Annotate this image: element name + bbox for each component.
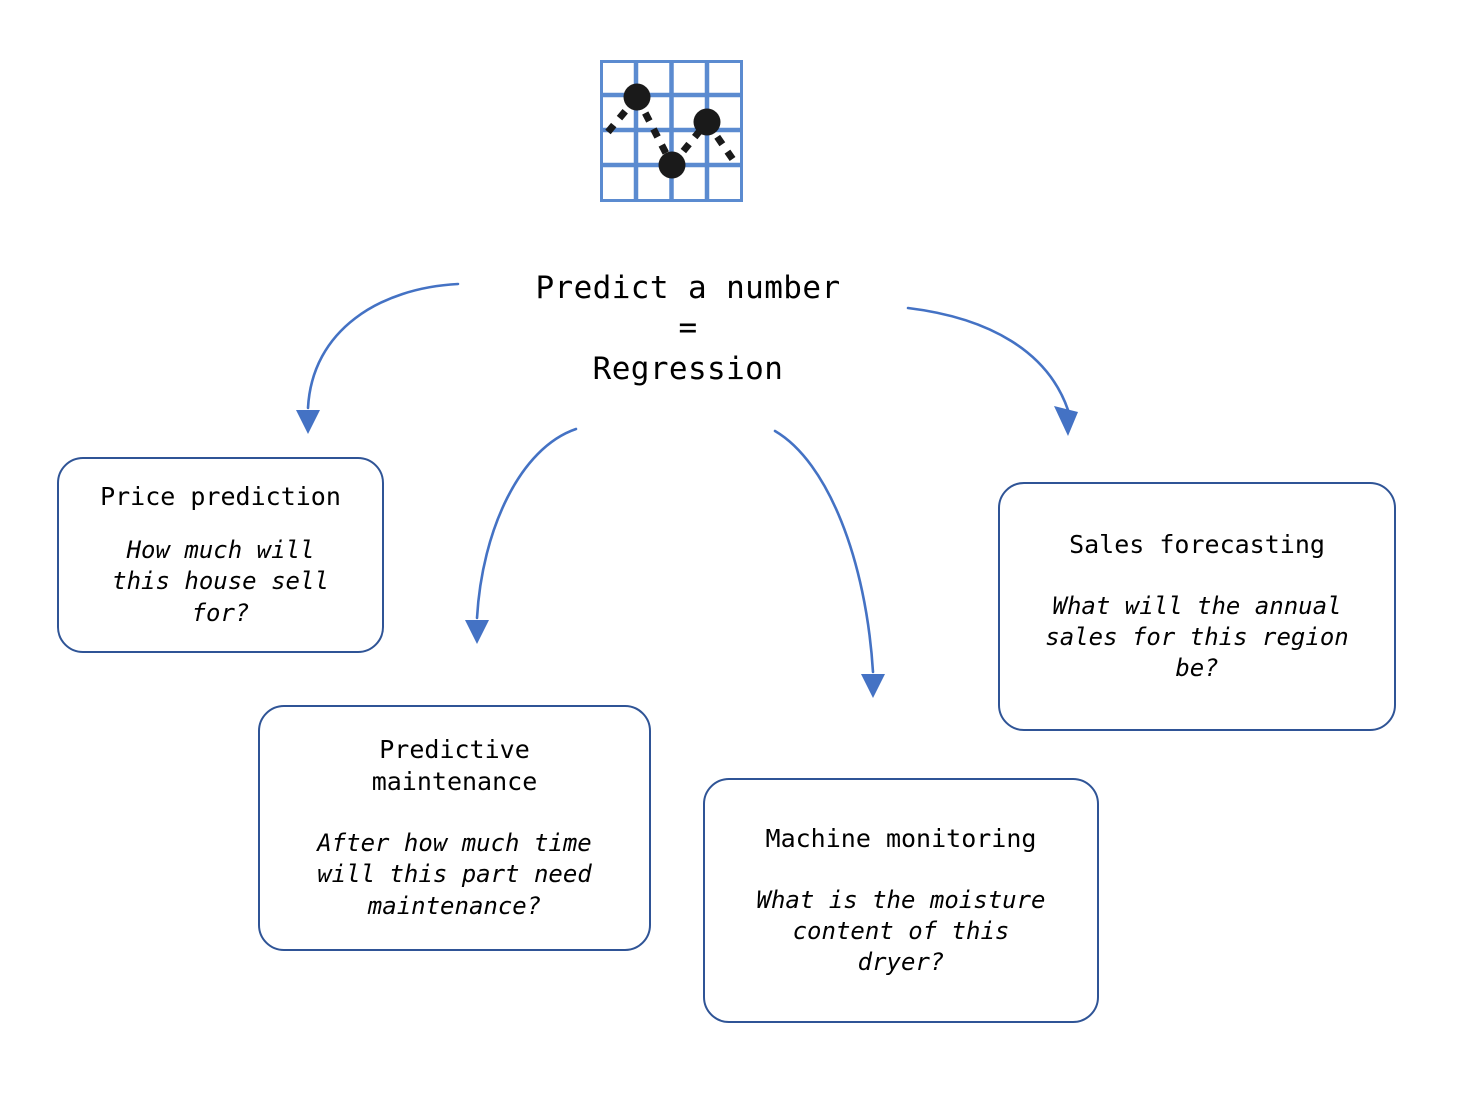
center-heading-line-1: Predict a number <box>535 270 841 306</box>
center-heading-line-2: = <box>678 310 698 347</box>
card-predictive-maintenance-question: After how much time will this part need … <box>317 829 592 920</box>
arrow-to-machine-monitoring-head <box>861 674 885 698</box>
center-heading: Predict a number = Regression <box>438 268 938 389</box>
card-machine-monitoring[interactable]: Machine monitoring What is the moisture … <box>703 778 1099 1023</box>
arrow-to-predictive-maintenance-head <box>465 620 489 644</box>
arrow-to-predictive-maintenance-path <box>475 427 578 620</box>
arrow-to-sales-forecasting-head <box>1054 406 1078 436</box>
card-price-prediction-title: Price prediction <box>100 482 341 512</box>
card-price-prediction-question: How much will this house sell for? <box>112 536 329 627</box>
card-sales-forecasting[interactable]: Sales forecasting What will the annual s… <box>998 482 1396 731</box>
arrow-to-price-prediction-path <box>306 282 460 410</box>
center-heading-line-3: Regression <box>592 350 784 387</box>
card-price-prediction[interactable]: Price prediction How much will this hous… <box>57 457 384 653</box>
card-sales-forecasting-question: What will the annual sales for this regi… <box>1045 591 1349 683</box>
card-machine-monitoring-title: Machine monitoring <box>765 823 1037 853</box>
arrow-to-price-prediction-head <box>296 410 320 434</box>
card-predictive-maintenance-title: Predictive maintenance <box>371 735 538 797</box>
arrow-to-machine-monitoring-path <box>773 429 875 674</box>
regression-scatter-grid-icon <box>600 60 743 202</box>
card-sales-forecasting-title: Sales forecasting <box>1069 529 1325 559</box>
card-machine-monitoring-question: What is the moisture content of this dry… <box>756 885 1046 977</box>
card-predictive-maintenance[interactable]: Predictive maintenance After how much ti… <box>258 705 651 951</box>
